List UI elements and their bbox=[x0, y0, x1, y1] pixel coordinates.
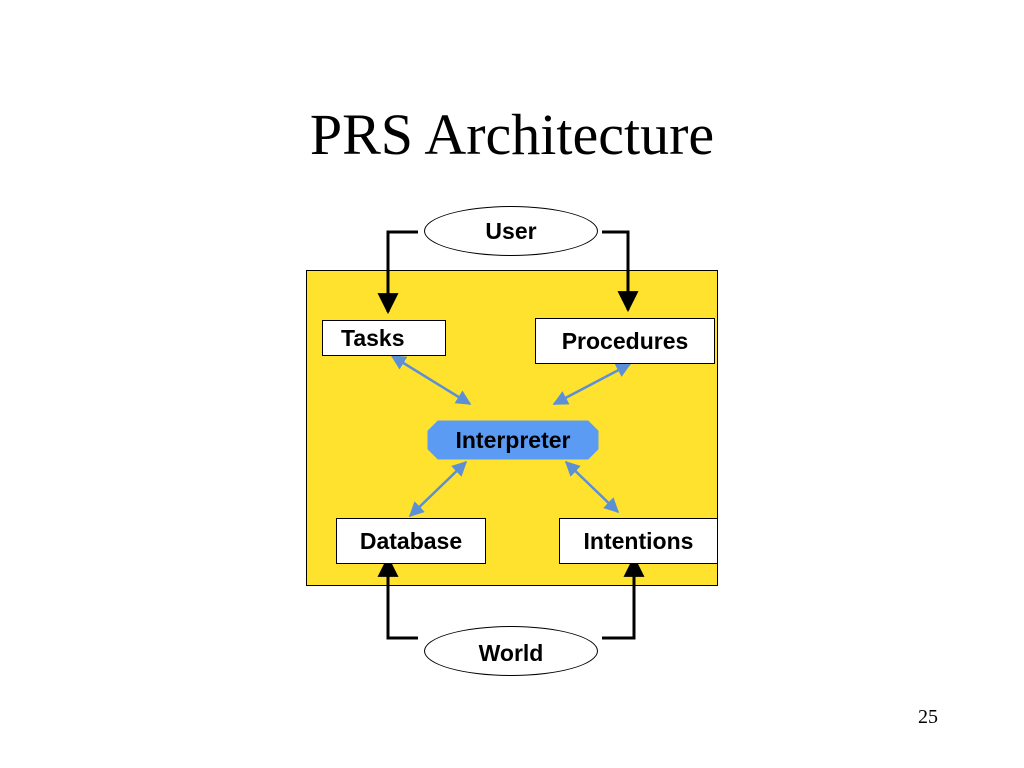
user-node: User bbox=[424, 206, 598, 256]
tasks-interpreter-arrow bbox=[390, 354, 472, 406]
intentions-box: Intentions bbox=[559, 518, 718, 564]
slide-number: 25 bbox=[918, 706, 938, 728]
user-to-tasks-arrow bbox=[377, 230, 418, 315]
interpreter-shape bbox=[427, 420, 599, 460]
procedures-interpreter-arrow bbox=[552, 362, 632, 406]
intentions-interpreter-arrow bbox=[564, 460, 620, 514]
database-box: Database bbox=[336, 518, 486, 564]
tasks-box: Tasks bbox=[322, 320, 446, 356]
database-interpreter-arrow bbox=[408, 460, 468, 518]
world-node: World bbox=[424, 626, 598, 676]
world-to-database-arrow bbox=[377, 555, 418, 640]
procedures-box: Procedures bbox=[535, 318, 715, 364]
slide-title: PRS Architecture bbox=[309, 102, 715, 167]
interpreter-label: Interpreter bbox=[455, 426, 571, 453]
user-to-procedures-arrow bbox=[602, 230, 639, 313]
world-to-intentions-arrow bbox=[602, 555, 645, 640]
